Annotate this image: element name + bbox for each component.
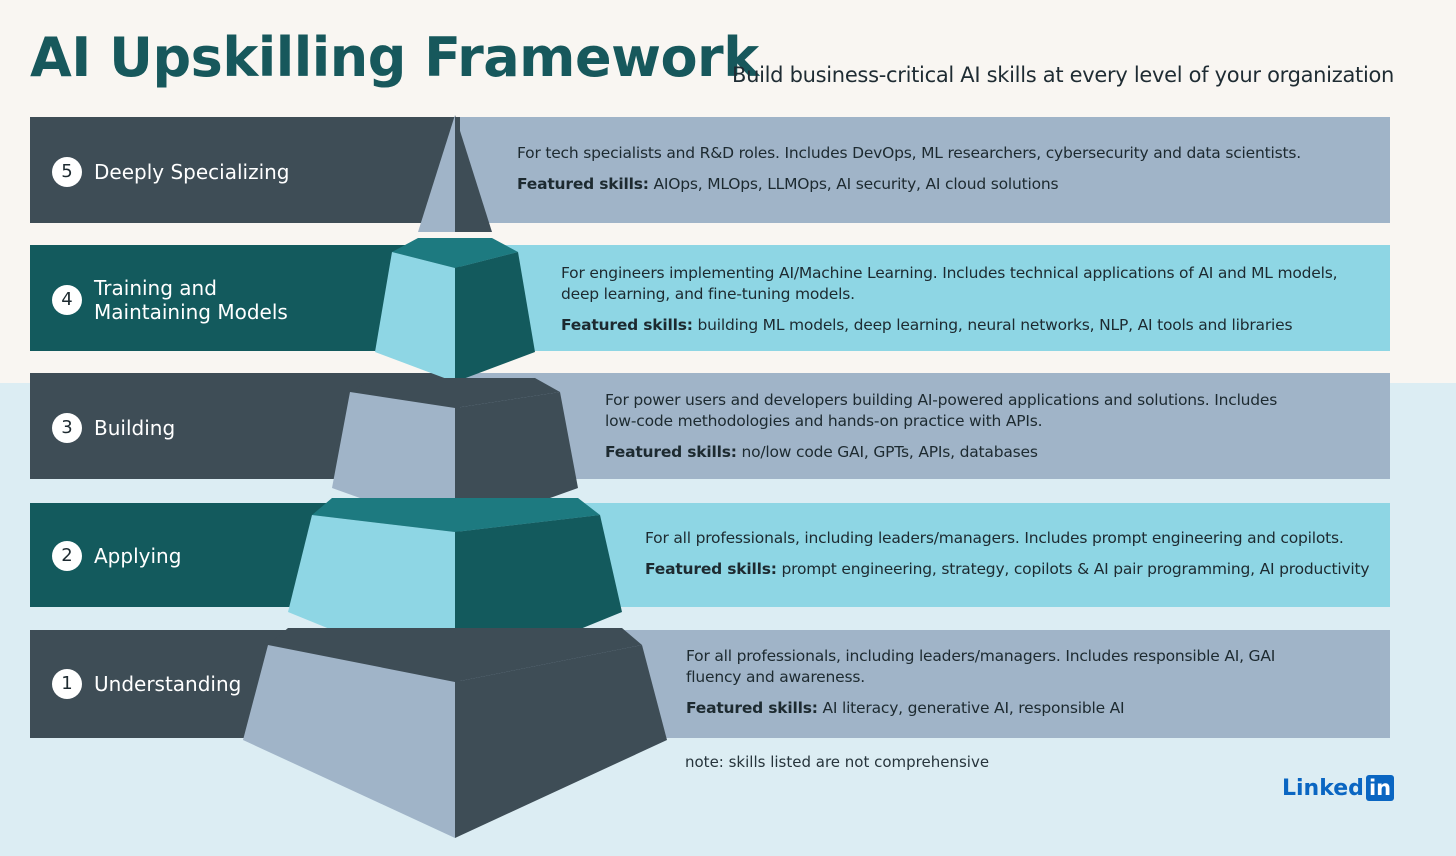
level-5-skills-label: Featured skills:	[517, 175, 649, 193]
level-3-name: Building	[94, 416, 176, 440]
level-1-number-badge: 1	[52, 669, 82, 699]
level-4-label: 4 Training and Maintaining Models	[52, 276, 294, 324]
level-5-right-band	[420, 117, 1390, 223]
level-4-description-block: For engineers implementing AI/Machine Le…	[561, 263, 1341, 336]
level-3-number-badge: 3	[52, 413, 82, 443]
level-3-description-block: For power users and developers building …	[605, 390, 1305, 463]
page-title: AI Upskilling Framework	[30, 26, 759, 89]
level-1-skills-line: Featured skills: AI literacy, generative…	[686, 698, 1326, 719]
pyramid-tier-1-top-face	[268, 628, 642, 682]
footnote: note: skills listed are not comprehensiv…	[685, 753, 990, 771]
level-4-description: For engineers implementing AI/Machine Le…	[561, 264, 1338, 303]
linkedin-wordmark: Linked	[1282, 775, 1364, 801]
level-2-number-badge: 2	[52, 541, 82, 571]
level-2-skills: prompt engineering, strategy, copilots &…	[781, 560, 1370, 578]
pyramid-tier-3-left-face	[332, 392, 455, 532]
linkedin-logo: Linked in	[1282, 775, 1395, 801]
level-3-description: For power users and developers building …	[605, 391, 1278, 430]
level-5-skills-line: Featured skills: AIOps, MLOps, LLMOps, A…	[517, 174, 1377, 195]
level-4-skills-label: Featured skills:	[561, 316, 693, 334]
level-4-skills: building ML models, deep learning, neura…	[697, 316, 1293, 334]
level-5-skills: AIOps, MLOps, LLMOps, AI security, AI cl…	[653, 175, 1059, 193]
pyramid-tier-4-top-face	[392, 238, 518, 268]
level-5-description: For tech specialists and R&D roles. Incl…	[517, 144, 1301, 162]
level-3-skills-label: Featured skills:	[605, 443, 737, 461]
level-1-label: 1 Understanding	[52, 669, 241, 699]
level-1-skills-label: Featured skills:	[686, 699, 818, 717]
level-3-skills: no/low code GAI, GPTs, APIs, databases	[741, 443, 1038, 461]
level-1-description: For all professionals, including leaders…	[686, 647, 1276, 686]
pyramid-tier-5-right-face	[455, 115, 492, 232]
level-2-skills-label: Featured skills:	[645, 560, 777, 578]
level-3-label: 3 Building	[52, 413, 175, 443]
level-4-skills-line: Featured skills: building ML models, dee…	[561, 315, 1341, 336]
pyramid-tier-1-right-face	[455, 645, 667, 838]
level-3-right-band	[420, 373, 1390, 479]
pyramid-tier-5-left-face	[418, 115, 455, 232]
level-4-number-badge: 4	[52, 285, 82, 315]
level-2-description: For all professionals, including leaders…	[645, 529, 1344, 547]
level-5-left-band	[30, 117, 460, 223]
pyramid-tier-3-top-face	[350, 378, 560, 408]
level-4-name: Training and Maintaining Models	[94, 276, 288, 324]
level-5-number-badge: 5	[52, 157, 82, 187]
level-1-name: Understanding	[94, 672, 242, 696]
linkedin-in-icon: in	[1365, 775, 1395, 801]
level-2-skills-line: Featured skills: prompt engineering, str…	[645, 559, 1385, 580]
level-4-right-band	[420, 245, 1390, 351]
level-5-label: 5 Deeply Specializing	[52, 157, 290, 187]
level-2-name: Applying	[94, 544, 182, 568]
pyramid-tier-4-left-face	[375, 252, 455, 382]
level-1-skills: AI literacy, generative AI, responsible …	[822, 699, 1125, 717]
level-3-skills-line: Featured skills: no/low code GAI, GPTs, …	[605, 442, 1305, 463]
level-5-name: Deeply Specializing	[94, 160, 290, 184]
pyramid-tier-4-right-face	[455, 252, 535, 382]
page-subtitle: Build business-critical AI skills at eve…	[732, 63, 1395, 87]
pyramid-tier-2-top-face	[312, 498, 600, 532]
level-5-description-block: For tech specialists and R&D roles. Incl…	[517, 143, 1377, 195]
level-2-label: 2 Applying	[52, 541, 181, 571]
pyramid-tier-3-right-face	[455, 392, 578, 532]
level-2-description-block: For all professionals, including leaders…	[645, 528, 1385, 580]
pyramid-tier-1-left-face	[243, 645, 455, 838]
level-1-description-block: For all professionals, including leaders…	[686, 646, 1326, 719]
